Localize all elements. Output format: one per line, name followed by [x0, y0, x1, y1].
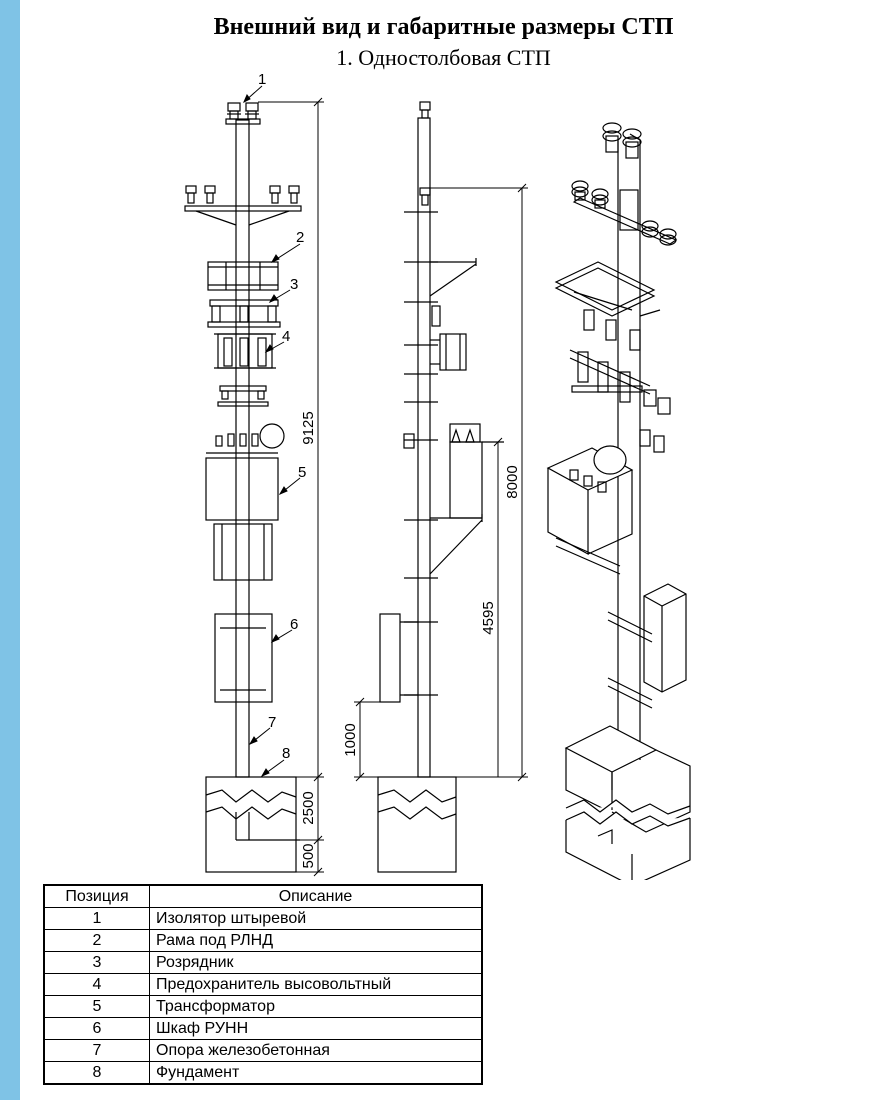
dim-base: 500	[300, 843, 317, 868]
side-arrester-fuse	[430, 305, 467, 371]
stp-drawing: 1 2 3 4 5 6 7 8 9125 8000 4595 1000 2500…	[184, 71, 691, 880]
legend-pos: 6	[43, 1017, 150, 1040]
iso-rlnd-frame	[554, 261, 661, 317]
callout-1: 1	[258, 71, 266, 88]
side-pole	[417, 117, 431, 778]
front-dimension-lines	[206, 97, 324, 877]
legend-pos: 1	[43, 907, 150, 930]
legend-desc: Шкаф РУНН	[149, 1017, 483, 1040]
legend-header-row: Позиция Описание	[43, 884, 483, 908]
legend-header-position: Позиция	[43, 884, 150, 908]
side-rlnd-bracket	[429, 258, 477, 297]
callout-7: 7	[268, 714, 276, 731]
dim-foundation-depth: 2500	[300, 791, 317, 824]
dim-cabinet-height: 4595	[480, 601, 497, 634]
callout-3: 3	[290, 276, 298, 293]
callout-2: 2	[296, 229, 304, 246]
front-arresters	[207, 299, 281, 328]
front-crossarm	[184, 185, 302, 226]
front-leaders	[243, 85, 301, 778]
legend-desc: Фундамент	[149, 1061, 483, 1085]
front-view	[184, 85, 324, 877]
legend-desc: Рама под РЛНД	[149, 929, 483, 952]
callout-8: 8	[282, 745, 290, 762]
side-view	[354, 101, 528, 873]
front-rlnd-frame	[207, 261, 279, 291]
callout-4: 4	[282, 328, 290, 345]
iso-transformer	[546, 445, 634, 575]
legend-pos: 8	[43, 1061, 150, 1085]
legend-pos: 3	[43, 951, 150, 974]
iso-cabinet	[607, 583, 687, 709]
legend-pos: 7	[43, 1039, 150, 1062]
front-top-insulators	[225, 102, 261, 125]
legend-pos: 4	[43, 973, 150, 996]
callout-6: 6	[290, 616, 298, 633]
legend-desc: Трансформатор	[149, 995, 483, 1018]
side-transformer	[403, 423, 504, 575]
legend-desc: Розрядник	[149, 951, 483, 974]
side-top-insulators	[419, 101, 431, 206]
legend-desc: Изолятор штыревой	[149, 907, 483, 930]
front-foundation	[205, 776, 300, 873]
side-dimension-lines	[354, 183, 528, 782]
dim-transformer-height: 8000	[504, 465, 521, 498]
legend-desc: Предохранитель высовольтный	[149, 973, 483, 996]
front-pole	[235, 119, 250, 778]
front-fuses	[214, 333, 276, 369]
legend-header-description: Описание	[149, 884, 483, 908]
front-cabinet	[214, 613, 273, 703]
iso-crossarm	[571, 180, 678, 246]
page-title: Внешний вид и габаритные размеры СТП	[213, 14, 674, 40]
legend-desc: Опора железобетонная	[149, 1039, 483, 1062]
iso-foundation	[564, 725, 691, 880]
front-transformer	[205, 423, 285, 581]
side-cabinet	[379, 613, 418, 703]
front-bushings	[217, 385, 269, 407]
legend-pos: 2	[43, 929, 150, 952]
callout-5: 5	[298, 464, 306, 481]
side-foundation	[377, 776, 457, 873]
iso-top-insulators	[602, 122, 642, 159]
sidebar-stripe	[0, 0, 20, 1100]
legend-pos: 5	[43, 995, 150, 1018]
page-subtitle: 1. Одностолбовая СТП	[336, 45, 551, 70]
dim-cabinet-bottom: 1000	[342, 723, 359, 756]
isometric-view	[546, 122, 691, 880]
iso-arresters-fuses	[569, 309, 671, 453]
dim-total-height: 9125	[300, 411, 317, 444]
